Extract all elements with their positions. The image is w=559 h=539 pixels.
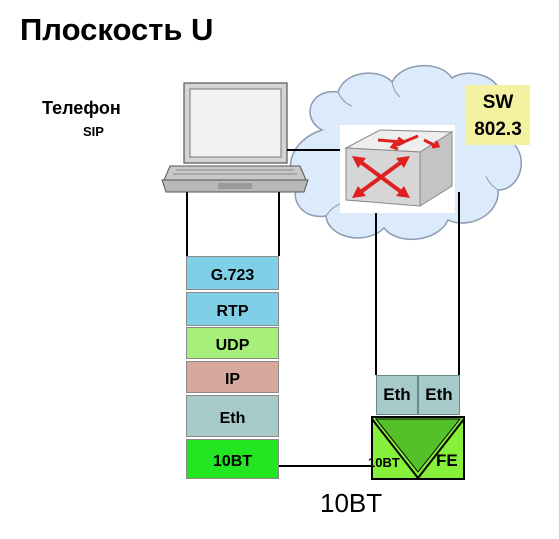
port-label-fe: FE: [436, 451, 458, 470]
stack-layer-eth: Eth: [186, 395, 279, 437]
switch-label-line2: 802.3: [474, 119, 522, 140]
stack-layer-10bt: 10BT: [186, 439, 279, 479]
page-title: Плоскость U: [20, 12, 214, 47]
switch-eth-right: Eth: [418, 375, 460, 415]
switch-port-block: [371, 416, 465, 480]
stack-layer-g723: G.723: [186, 256, 279, 290]
laptop-icon: [161, 82, 309, 193]
switch-label-line1: SW: [482, 92, 514, 113]
switch-label: SW 802.3: [466, 85, 530, 145]
switch-icon: [344, 129, 454, 207]
stack-layer-udp: UDP: [186, 327, 279, 359]
stack-layer-rtp: RTP: [186, 292, 279, 326]
port-label-10bt: 10BT: [368, 455, 400, 470]
link-label: 10BT: [320, 488, 383, 518]
switch-eth-left: Eth: [376, 375, 418, 415]
phone-sublabel: SIP: [83, 124, 104, 139]
phone-label: Телефон: [42, 98, 121, 118]
stack-layer-ip: IP: [186, 361, 279, 393]
